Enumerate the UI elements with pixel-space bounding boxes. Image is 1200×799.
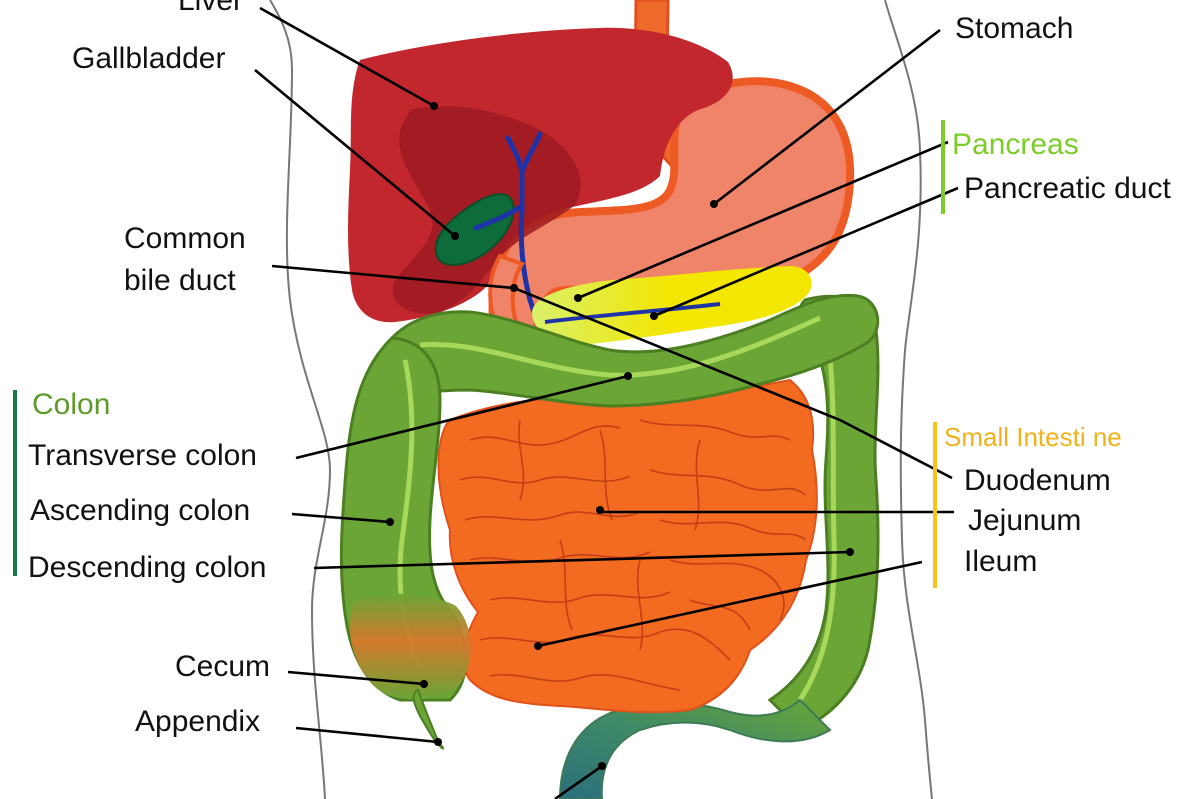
stomach-label: Stomach (955, 12, 1073, 45)
ascending-colon-label: Ascending colon (30, 494, 250, 527)
pancreatic-duct-label: Pancreatic duct (964, 172, 1171, 205)
ileum-label: Ileum (964, 545, 1037, 578)
appendix-label: Appendix (135, 705, 260, 738)
common-bile-duct-label-line2: bile duct (124, 264, 236, 297)
small-intestine-group-label: Small Intesti ne (944, 422, 1122, 452)
body-outline (269, 0, 933, 799)
descending-colon-label: Descending colon (28, 551, 267, 584)
appendix-organ (412, 688, 445, 750)
transverse-colon-organ (383, 293, 880, 408)
gallbladder-label: Gallbladder (72, 42, 225, 75)
pancreas-label: Pancreas (952, 128, 1079, 161)
liver-label: Liver (178, 0, 243, 17)
cecum-label: Cecum (175, 650, 270, 683)
colon-group-label: Colon (32, 388, 110, 421)
leader-lines (254, 6, 959, 799)
sigmoid-colon-organ (558, 698, 832, 799)
jejunum-label: Jejunum (968, 504, 1081, 537)
duodenum-label: Duodenum (964, 464, 1111, 497)
transverse-colon-label: Transverse colon (28, 439, 257, 472)
common-bile-duct-label-line1: Common (124, 222, 246, 255)
cecum-organ (350, 593, 471, 700)
small-intestine-organ (437, 378, 818, 714)
